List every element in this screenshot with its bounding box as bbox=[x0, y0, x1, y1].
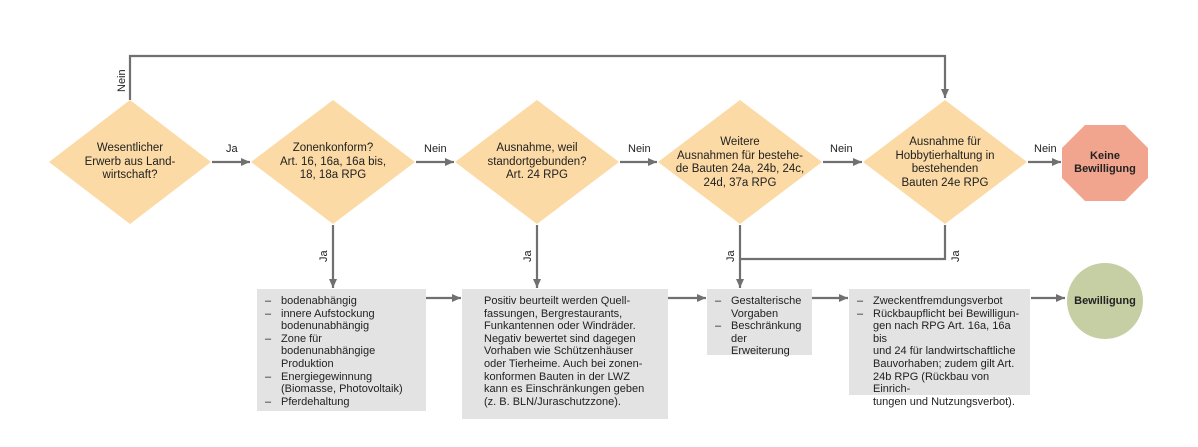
keine-bewilligung-label: Keine Bewilligung bbox=[1074, 150, 1136, 175]
list-item: Zweckentfremdungsverbot bbox=[855, 295, 1026, 308]
label-ja-3: Ja bbox=[522, 250, 534, 262]
label-nein-loop: Nein bbox=[116, 69, 128, 92]
label-ja-1: Ja bbox=[226, 143, 238, 155]
zone-list: bodenabhängig innere Aufstockung bodenun… bbox=[263, 295, 418, 408]
keine-bewilligung-octagon bbox=[1062, 125, 1148, 201]
decision-text-4: Weitere Ausnahmen für bestehe- de Bauten… bbox=[675, 136, 805, 189]
decision-text-2: Zonenkonform? Art. 16, 16a, 16a bis, 18,… bbox=[279, 142, 387, 181]
decision-diamond-2 bbox=[251, 100, 415, 224]
list-item: bodenabhängig bbox=[263, 295, 418, 308]
box-weitere-ausnahmen: Gestalterische Vorgaben Beschränkung der… bbox=[707, 289, 812, 358]
hobby-list: Zweckentfremdungsverbot Rückbaupflicht b… bbox=[855, 295, 1026, 408]
label-nein-2: Nein bbox=[424, 143, 447, 155]
decision-diamond-3 bbox=[455, 100, 619, 224]
label-nein-4: Nein bbox=[830, 143, 853, 155]
bewilligung-label: Bewilligung bbox=[1074, 295, 1136, 307]
list-item: innere Aufstockung bodenunabhängig bbox=[263, 308, 418, 333]
list-item: Rückbaupflicht bei Bewilligun- gen nach … bbox=[855, 308, 1026, 409]
list-item: Pferdehaltung bbox=[263, 396, 418, 409]
box-zonenkonform: bodenabhängig innere Aufstockung bodenun… bbox=[257, 289, 426, 411]
label-ja-5: Ja bbox=[950, 250, 962, 262]
box-hobbytierhaltung: Zweckentfremdungsverbot Rückbaupflicht b… bbox=[849, 289, 1030, 408]
decision-text-1: Wesentlicher Erwerb aus Land- wirtschaft… bbox=[84, 142, 176, 181]
loop-arrow-nein bbox=[128, 54, 949, 100]
standort-text: Positiv beurteilt werden Quell- fassunge… bbox=[484, 295, 645, 408]
list-item: Zone für bodenunabhängige Produktion bbox=[263, 333, 418, 371]
label-ja-2: Ja bbox=[318, 250, 330, 262]
decision-diamond-4 bbox=[658, 100, 822, 224]
bewilligung-circle bbox=[1067, 263, 1143, 339]
decision-text-5: Ausnahme für Hobbytierhaltung in bestehe… bbox=[895, 136, 995, 189]
list-item: Beschränkung der Erweiterung bbox=[713, 320, 808, 358]
decision-diamond-1 bbox=[49, 100, 211, 224]
label-nein-5: Nein bbox=[1034, 143, 1057, 155]
box-standortgebunden: Positiv beurteilt werden Quell- fassunge… bbox=[462, 289, 668, 419]
decision-text-3: Ausnahme, weil standortgebunden? Art. 24… bbox=[487, 142, 587, 181]
connector-ja-5 bbox=[740, 225, 947, 261]
list-item: Energiegewinnung (Biomasse, Photovoltaik… bbox=[263, 371, 418, 396]
weitere-list: Gestalterische Vorgaben Beschränkung der… bbox=[713, 295, 808, 358]
decision-diamond-5 bbox=[863, 100, 1027, 224]
label-nein-3: Nein bbox=[628, 143, 651, 155]
label-ja-4: Ja bbox=[725, 250, 737, 262]
list-item: Gestalterische Vorgaben bbox=[713, 295, 808, 320]
